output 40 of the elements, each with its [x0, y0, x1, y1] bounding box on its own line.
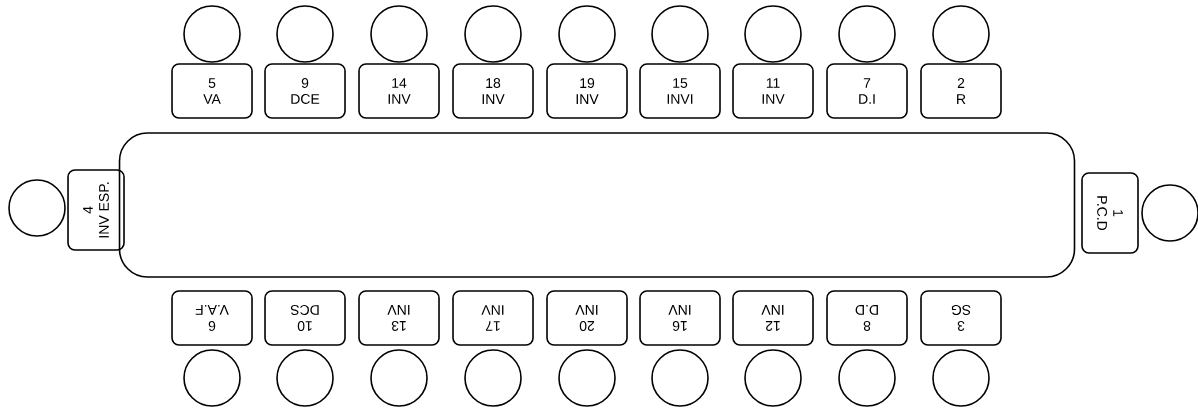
chair-circle: [651, 5, 709, 63]
chair-circle: [464, 349, 522, 407]
chair-circle: [183, 349, 241, 407]
chair-circle: [276, 5, 334, 63]
place-card: 18 INV: [452, 63, 534, 119]
place-card: 12 INV: [732, 290, 814, 346]
place-card: 16 INV: [639, 290, 721, 346]
chair-circle: [651, 349, 709, 407]
chair-circle: [744, 5, 802, 63]
place-card: 1 P.C.D: [1081, 172, 1139, 254]
chair-circle: [558, 5, 616, 63]
place-card: 7 D.I: [826, 63, 908, 119]
chair-circle: [838, 349, 896, 407]
place-card: 2 R: [920, 63, 1002, 119]
place-card: 13 INV: [358, 290, 440, 346]
place-card: 4 INV ESP.: [67, 169, 125, 251]
chair-circle: [838, 5, 896, 63]
chair-circle: [558, 349, 616, 407]
chair-circle: [183, 5, 241, 63]
place-card: 15 INVI: [639, 63, 721, 119]
place-card: 17 INV: [452, 290, 534, 346]
place-card: 6 V.A.F: [171, 290, 253, 346]
chair-circle: [370, 5, 428, 63]
chair-circle: [276, 349, 334, 407]
chair-circle: [932, 349, 990, 407]
chair-circle: [744, 349, 802, 407]
chair-circle: [8, 179, 66, 237]
place-card: 11 INV: [732, 63, 814, 119]
table-outline: [118, 132, 1076, 278]
place-card: 8 D.D: [826, 290, 908, 346]
place-card: 19 INV: [546, 63, 628, 119]
chair-circle: [370, 349, 428, 407]
place-card: 20 INV: [546, 290, 628, 346]
place-card: 5 VA: [171, 63, 253, 119]
place-card: 9 DCE: [264, 63, 346, 119]
place-card: 14 INV: [358, 63, 440, 119]
chair-circle: [932, 5, 990, 63]
place-card: 10 DCS: [264, 290, 346, 346]
place-card: 3 SG: [920, 290, 1002, 346]
chair-circle: [464, 5, 522, 63]
